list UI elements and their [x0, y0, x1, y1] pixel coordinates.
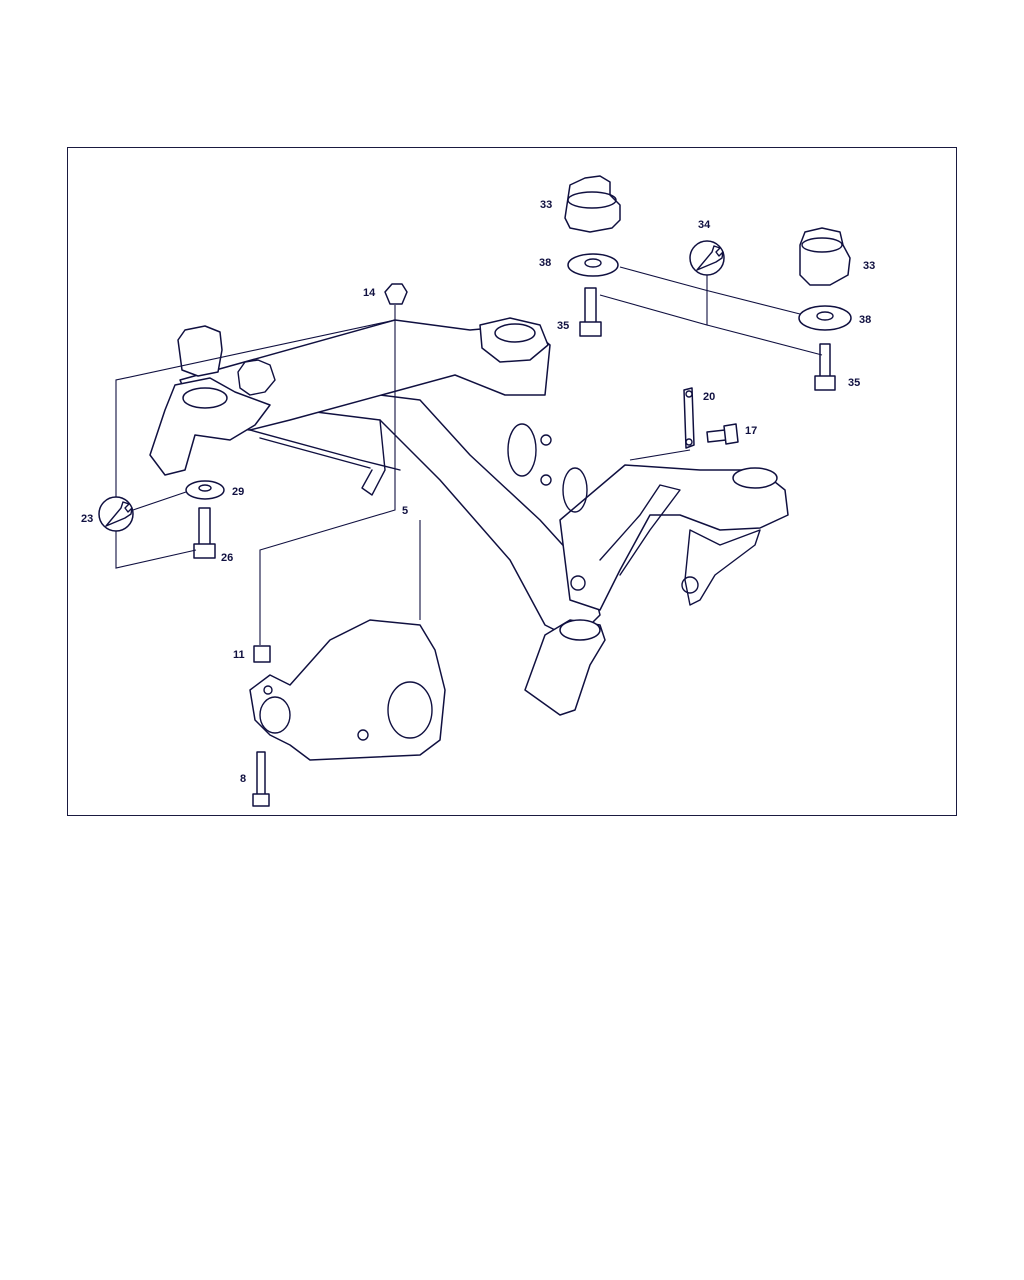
callout-23: 23 — [81, 513, 93, 525]
nut-14 — [384, 283, 408, 305]
callout-35-right: 35 — [848, 377, 860, 389]
callout-33-right: 33 — [863, 260, 875, 272]
bolt-35-left — [579, 287, 602, 337]
leader-lines — [115, 266, 823, 645]
differential — [249, 619, 446, 761]
callout-5: 5 — [402, 505, 408, 517]
washer-38-right — [798, 305, 852, 331]
callout-35-left: 35 — [557, 320, 569, 332]
callout-38-left: 38 — [539, 257, 551, 269]
bolt-17 — [706, 423, 739, 445]
bracket-20 — [683, 387, 695, 449]
callout-34: 34 — [698, 219, 711, 231]
bushing-33-left — [564, 175, 621, 233]
bolt-8 — [252, 751, 270, 807]
subframe — [149, 317, 789, 716]
callout-29: 29 — [232, 486, 244, 498]
callout-38-right: 38 — [859, 314, 871, 326]
wrench-icon — [689, 240, 725, 276]
callout-20: 20 — [703, 391, 715, 403]
callout-labels: 33 34 33 38 38 35 35 14 20 17 29 23 5 26… — [81, 199, 875, 785]
washer-38-left — [567, 253, 619, 277]
wrench-icon — [98, 496, 134, 532]
bolt-35-right — [814, 343, 836, 391]
callout-8: 8 — [240, 773, 246, 785]
callout-33-left: 33 — [540, 199, 552, 211]
bolt-26 — [193, 507, 216, 559]
callout-11: 11 — [233, 649, 245, 661]
callout-17: 17 — [745, 425, 757, 437]
nut-11 — [253, 645, 271, 663]
callout-14: 14 — [363, 287, 376, 299]
diagram-frame — [67, 147, 957, 816]
washer-29 — [185, 480, 225, 500]
bushing-33-right — [799, 227, 851, 286]
callout-26: 26 — [221, 552, 233, 564]
bushing-left-top — [177, 325, 223, 377]
